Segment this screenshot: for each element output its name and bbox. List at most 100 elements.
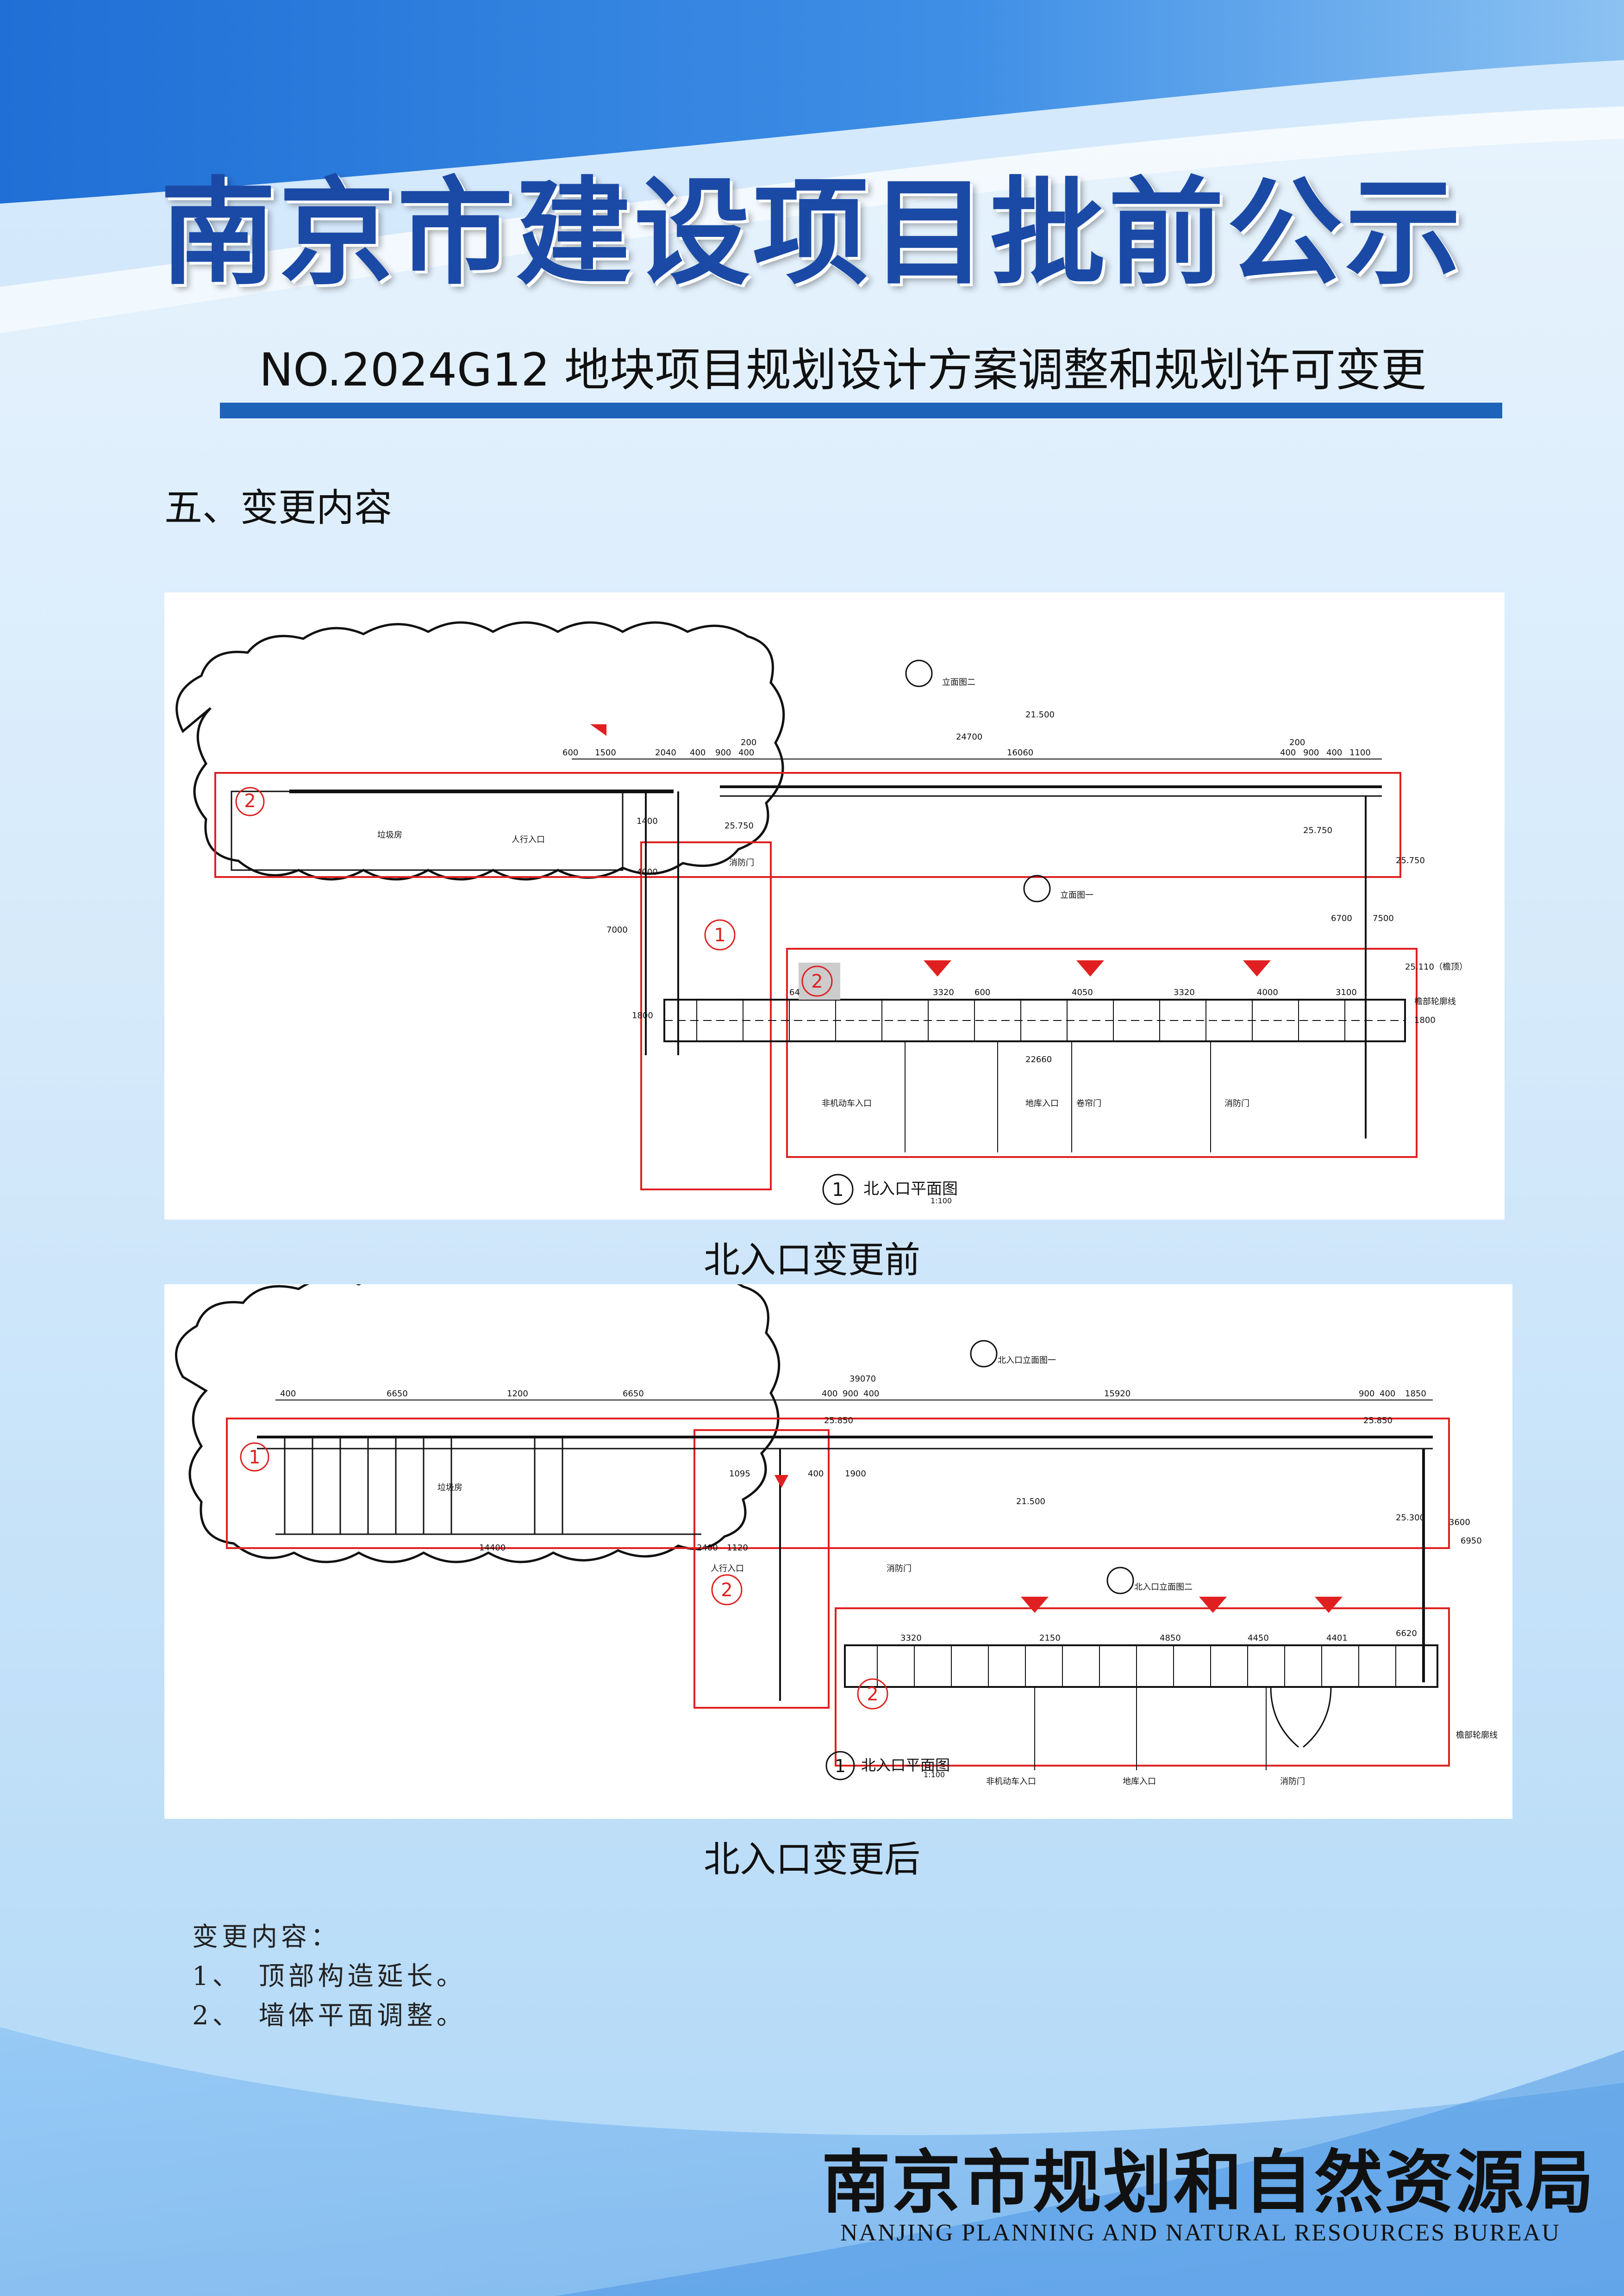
dim-value: 7500 (1373, 914, 1394, 923)
revision-cloud (175, 1284, 781, 1563)
dim-value: 400 (808, 1469, 824, 1479)
dim-value: 2150 (1039, 1633, 1061, 1643)
elevation-symbol (905, 660, 933, 687)
leader-lines (905, 1041, 1211, 1152)
dim-value: 400 (690, 748, 706, 758)
elevation-value: 25.750 (1303, 826, 1332, 835)
elevation-symbol (970, 1340, 998, 1368)
dim-value: 4850 (1160, 1633, 1181, 1643)
door-label: 消防门 (1224, 1099, 1249, 1108)
elevation-symbol (1023, 875, 1051, 902)
dim-value: 1850 (1405, 1389, 1426, 1399)
canopy-ribs (877, 1645, 1396, 1687)
drawing-after-panel: 1 2 2 1 北入口平面图 1:100 垃圾房 人行入口 非机动车入口 地库入… (164, 1284, 1512, 1819)
elevation-value: 25.850 (824, 1416, 853, 1425)
dim-value: 15920 (1104, 1389, 1131, 1399)
marker-label: 1 (714, 925, 725, 946)
notes-label: 变更内容： (192, 1922, 340, 1952)
plan-number-circle (822, 1174, 854, 1205)
entrance-label: 人行入口 (711, 1564, 744, 1574)
drawing-after: 1 2 2 1 北入口平面图 1:100 垃圾房 人行入口 非机动车入口 地库入… (175, 1284, 1498, 1786)
marker-label: 2 (811, 971, 823, 992)
markup-rect (226, 1418, 1450, 1549)
dim-value: 400 (863, 1389, 879, 1399)
page-title: 南京市建设项目批前公示 (160, 164, 1464, 300)
dim-value: 4000 (637, 867, 658, 877)
plan-title: 北入口平面图 (863, 1180, 958, 1198)
markup-circle (711, 1574, 743, 1605)
markup-rect (835, 1607, 1450, 1767)
eave-label: 檐部轮廓线 (1456, 1730, 1498, 1740)
dim-value: 400 (1326, 748, 1342, 758)
plan-title: 北入口平面图 (861, 1756, 950, 1774)
leader-lines (1034, 1687, 1267, 1770)
marker-highlight (799, 963, 840, 1000)
room-outline (231, 790, 624, 871)
dim-value: 1800 (632, 1011, 653, 1020)
dim-value: 900 (1303, 748, 1319, 758)
dim-value: 3320 (1174, 988, 1195, 997)
elevation-value: 21.500 (1016, 1497, 1045, 1506)
drawing-before-panel: 2 1 2 1 北入口平面图 1:100 垃圾房 人行入口 非机动车入口 地库入… (164, 592, 1505, 1220)
dim-value: 4401 (1326, 1633, 1348, 1643)
dim-value: 900 (1359, 1389, 1374, 1399)
dim-value: 1900 (845, 1469, 866, 1479)
dim-value: 4000 (1257, 988, 1278, 997)
markup-rect (214, 772, 1401, 878)
elevation-label: 立面图二 (942, 678, 975, 687)
section-heading: 五、变更内容 (164, 486, 393, 530)
dim-value: 1120 (727, 1543, 748, 1553)
dim-value: 3600 (1449, 1518, 1470, 1527)
dim-value: 600 (562, 748, 578, 758)
dim-value: 200 (741, 738, 756, 747)
canopy-ribs (696, 1000, 1345, 1041)
project-subtitle: NO.2024G12 地块项目规划设计方案调整和规划许可变更 (259, 344, 1426, 397)
room-label: 垃圾房 (377, 830, 402, 840)
dim-value: 2040 (655, 748, 676, 758)
markup-circle (240, 1442, 269, 1472)
drawing-before: 2 1 2 1 北入口平面图 1:100 垃圾房 人行入口 非机动车入口 地库入… (175, 621, 1468, 1205)
dim-value: 1200 (507, 1389, 528, 1399)
dim-value: 400 (1380, 1389, 1395, 1399)
dim-value: 1400 (637, 816, 658, 826)
elevation-value: 21.500 (1025, 710, 1055, 720)
door-label: 消防门 (887, 1564, 912, 1574)
markup-circle (235, 787, 265, 816)
dim-value: 400 (822, 1389, 837, 1399)
dim-value: 1500 (595, 748, 616, 758)
plan-scale: 1:100 (931, 1196, 952, 1205)
dim-value: 200 (1289, 738, 1305, 747)
dim-value: 1800 (1414, 1015, 1436, 1025)
dim-value: 3320 (933, 988, 954, 997)
elevation-symbol (1106, 1567, 1134, 1594)
dim-value: 400 (280, 1389, 296, 1399)
marker-label: 2 (867, 1684, 878, 1705)
bureau-name-cn: 南京市规划和自然资源局 (822, 2142, 1596, 2222)
dim-value: 1095 (729, 1469, 750, 1479)
dim-value: 24700 (956, 732, 982, 742)
markup-circle (704, 919, 736, 951)
door-label: 消防门 (729, 858, 754, 868)
dim-value: 6650 (623, 1389, 644, 1399)
entrance-label: 人行入口 (512, 835, 545, 845)
dim-value: 6620 (1396, 1629, 1417, 1638)
markup-rect (640, 841, 772, 1190)
dim-value: 3320 (900, 1633, 922, 1643)
elevation-label: 立面图一 (1060, 890, 1093, 900)
dim-value: 4450 (1248, 1633, 1269, 1643)
entrance-label: 地库入口 (1025, 1099, 1059, 1108)
door-swing (1270, 1686, 1332, 1748)
elevation-value: 25.300 (1396, 1513, 1425, 1523)
dim-value: 400 (738, 748, 754, 758)
dim-value: 4050 (1072, 988, 1093, 997)
bureau-name-en: NANJING PLANNING AND NATURAL RESOURCES B… (840, 2220, 1561, 2246)
caption-before: 北入口变更前 (703, 1239, 920, 1281)
dim-value: 64 (789, 988, 800, 997)
dim-value: 22660 (1025, 1055, 1052, 1064)
elevation-value: 25.850 (1363, 1416, 1393, 1425)
eave-label: 檐部轮廓线 (1414, 997, 1456, 1007)
plan-number: 1 (832, 1179, 843, 1201)
dim-value: 14400 (479, 1543, 506, 1553)
plan-number: 1 (835, 1756, 846, 1776)
marker-label: 2 (244, 790, 256, 812)
